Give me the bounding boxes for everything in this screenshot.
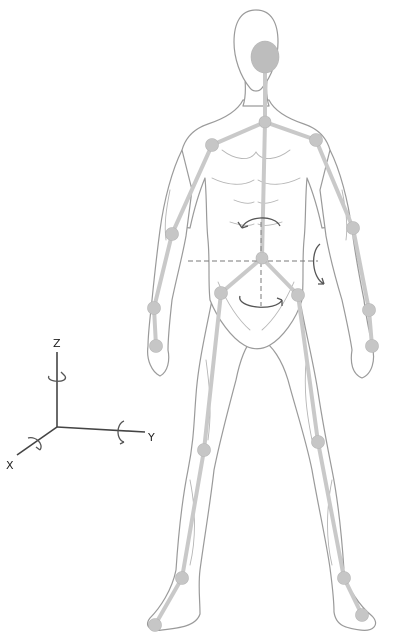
y-axis-label: Y xyxy=(147,431,155,444)
pelvis-joint xyxy=(256,252,268,264)
x-axis-label: X xyxy=(6,459,14,472)
left-ankle-joint xyxy=(176,572,189,585)
left-hand-joint xyxy=(150,340,163,353)
z-axis-label: Z xyxy=(53,337,61,350)
body-outline xyxy=(148,10,376,630)
right-elbow-joint xyxy=(347,222,360,235)
head-joint xyxy=(251,41,279,73)
right-wrist-joint xyxy=(363,304,376,317)
x-axis-line xyxy=(17,427,57,455)
y-rotation-icon xyxy=(118,421,124,444)
left-wrist-joint xyxy=(148,302,161,315)
left-foot-joint xyxy=(149,619,162,632)
y-axis-line xyxy=(57,427,145,432)
right-hand-joint xyxy=(366,340,379,353)
left-hip-joint xyxy=(215,287,228,300)
right-hip-joint xyxy=(292,289,305,302)
right-knee-joint xyxy=(312,436,325,449)
left-shoulder-joint xyxy=(206,139,219,152)
neck-joint xyxy=(259,116,271,128)
right-ankle-joint xyxy=(338,572,351,585)
right-foot-joint xyxy=(356,609,369,622)
coordinate-axes: Z Y X xyxy=(6,337,155,472)
left-elbow-joint xyxy=(166,228,179,241)
left-knee-joint xyxy=(198,444,211,457)
right-arm-outline xyxy=(320,150,374,378)
right-shoulder-joint xyxy=(310,134,323,147)
